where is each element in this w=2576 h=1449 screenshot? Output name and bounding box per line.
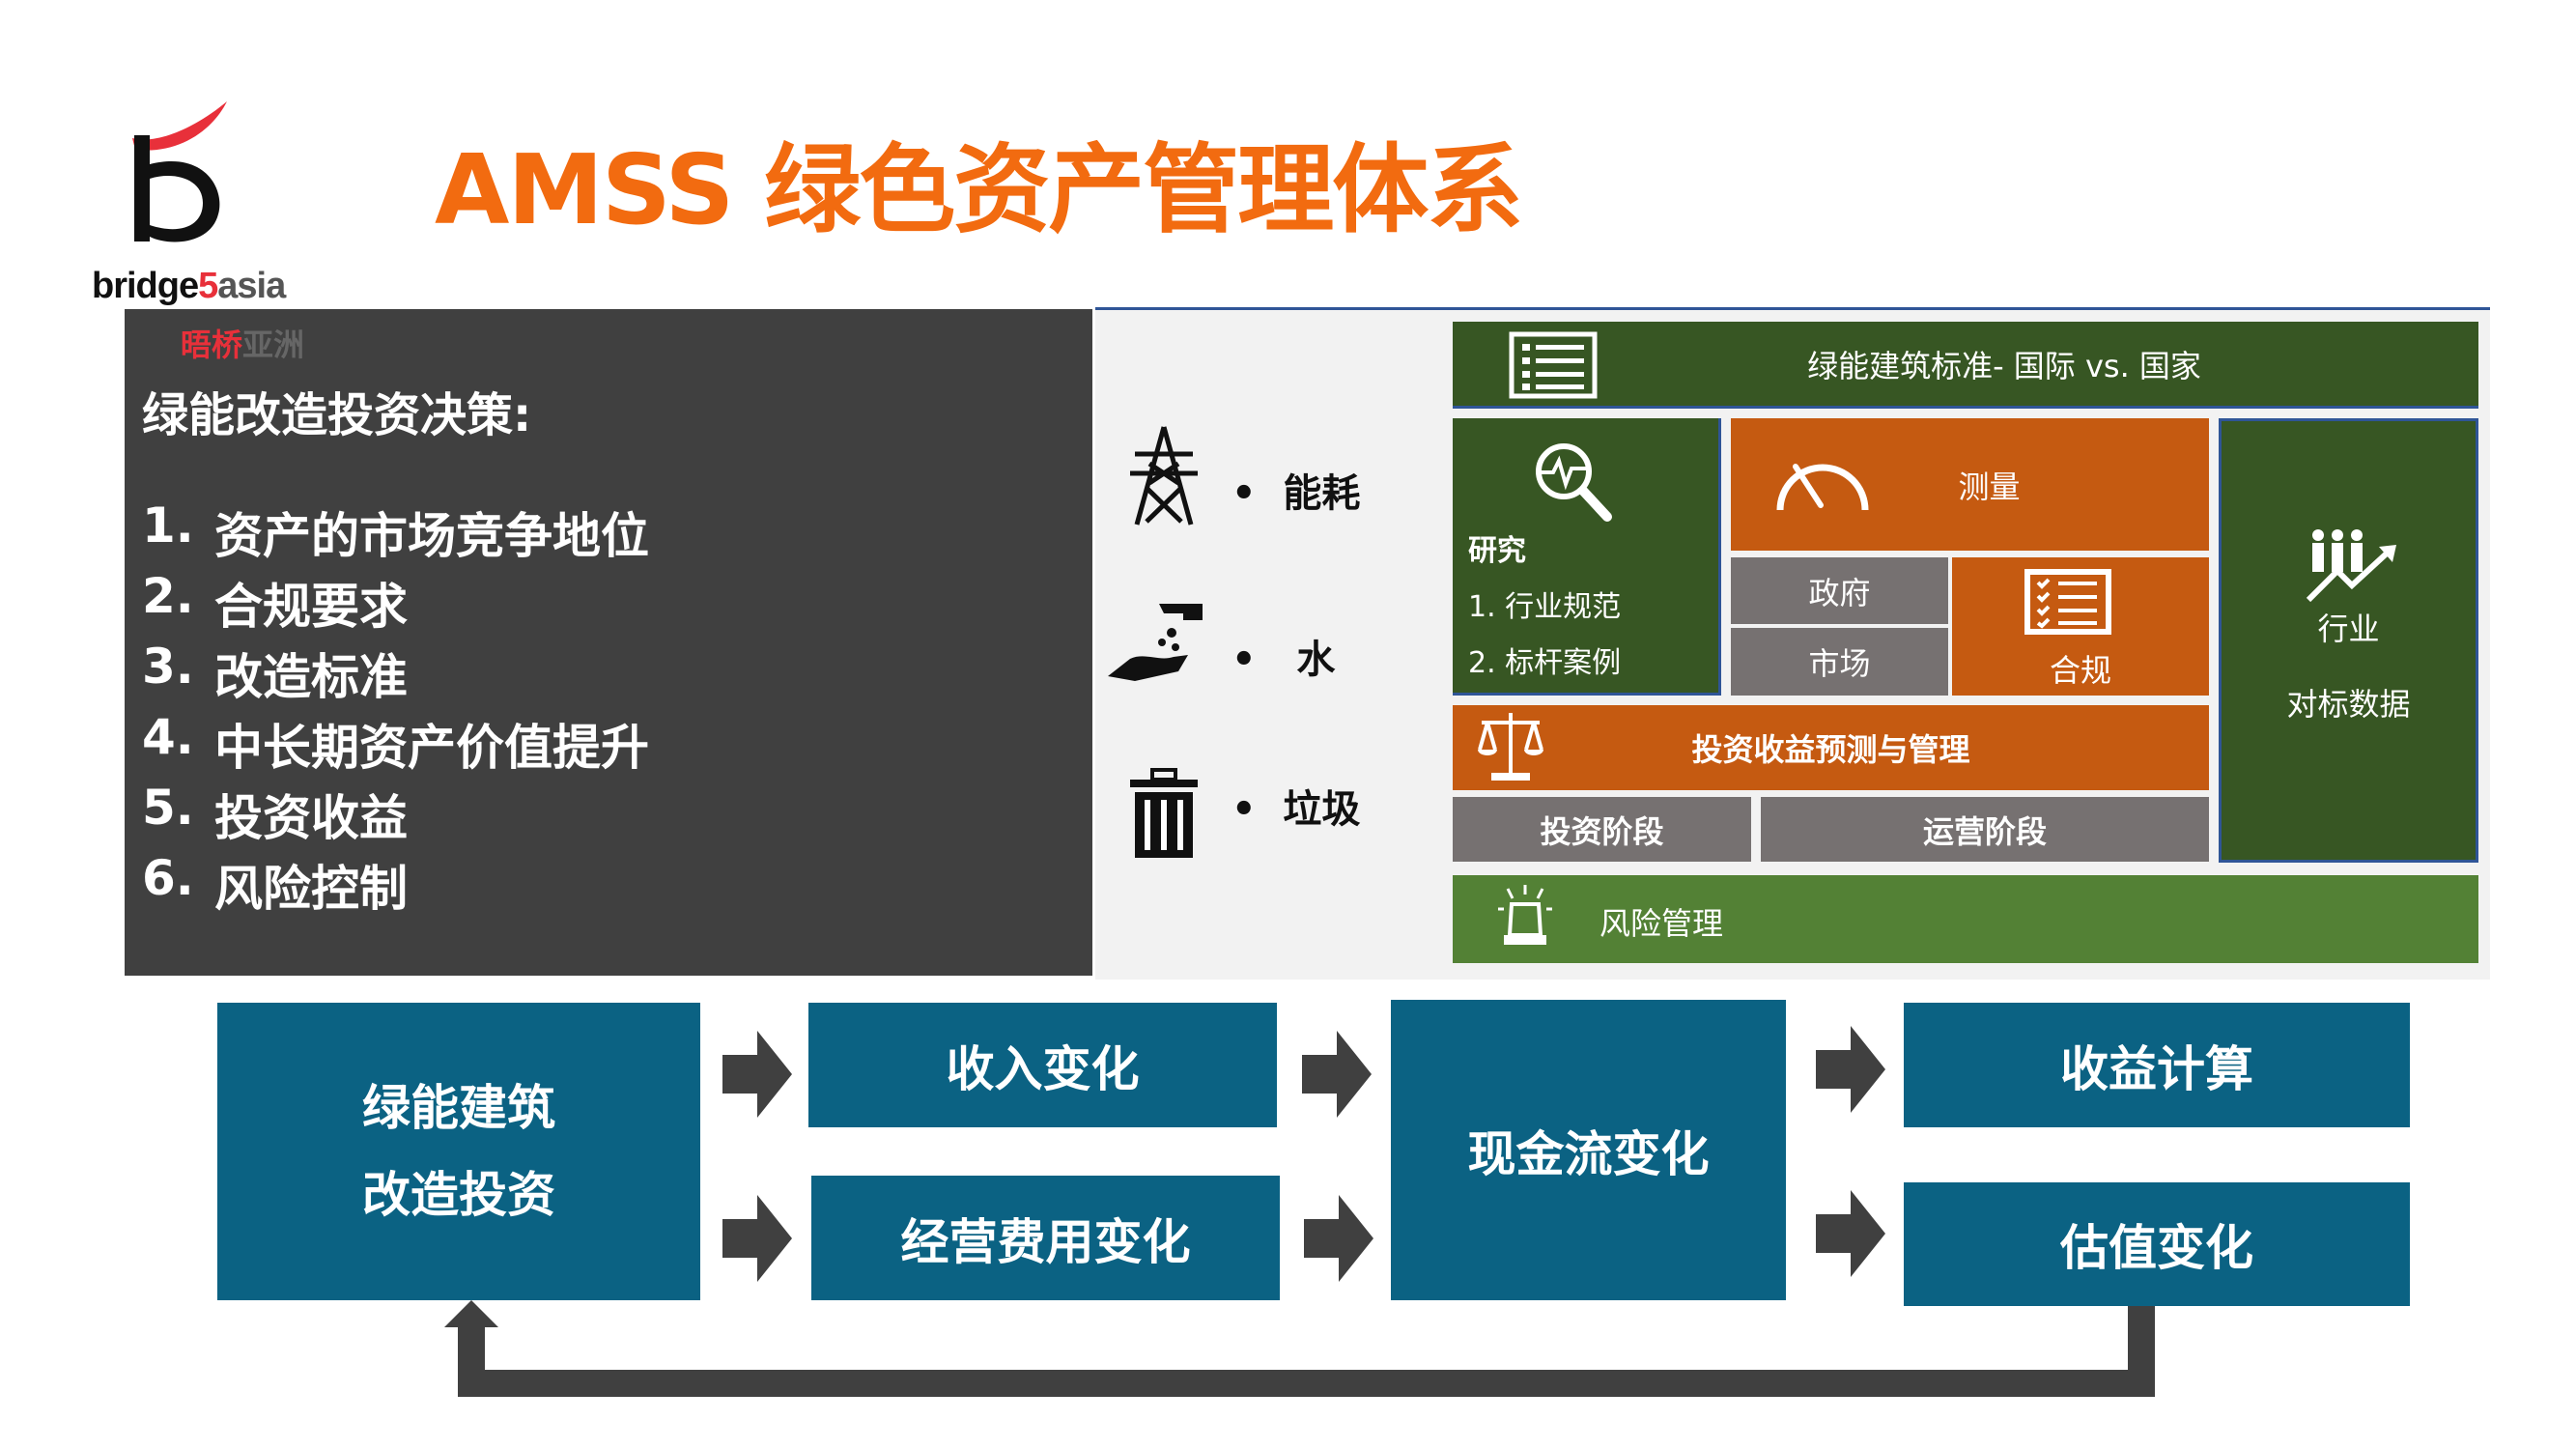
- resource-label: 水: [1296, 638, 1336, 682]
- decision-panel: 晤桥亚洲 绿能改造投资决策: 1.资产的市场竞争地位 2.合规要求 3.改造标准…: [125, 309, 1092, 976]
- flow-start-line1: 绿能建筑: [362, 1080, 555, 1136]
- power-tower-icon: [1130, 426, 1198, 526]
- risk-bar: 风险管理: [1453, 875, 2478, 963]
- list-icon: [1509, 331, 1598, 399]
- resource-label: 能耗: [1283, 471, 1361, 516]
- flow-start-line2: 改造投资: [362, 1167, 555, 1223]
- trash-icon: [1130, 768, 1198, 858]
- decision-item: 5.投资收益: [142, 780, 408, 846]
- people-growth-icon: [2306, 529, 2396, 603]
- flow-return-box: 收益计算: [1904, 1003, 2410, 1127]
- flow-start-box: 绿能建筑 改造投资: [217, 1003, 700, 1300]
- roi-box: 投资收益预测与管理: [1453, 705, 2209, 790]
- government-label: 政府: [1808, 574, 1871, 611]
- research-item: 1. 行业规范: [1468, 590, 1622, 624]
- logo: bridge5asia: [92, 101, 324, 353]
- resource-label: 垃圾: [1283, 787, 1361, 832]
- industry-box: 行业 对标数据: [2219, 418, 2478, 863]
- flow-valuation-box: 估值变化: [1904, 1182, 2410, 1306]
- invest-phase-label: 投资阶段: [1540, 812, 1664, 850]
- standards-bar: 绿能建筑标准- 国际 vs. 国家: [1453, 322, 2478, 409]
- decision-item: 2.合规要求: [142, 568, 408, 635]
- scale-icon: [1478, 713, 1543, 781]
- resource-waste: • 垃圾: [1120, 768, 1410, 865]
- flow-income-box: 收入变化: [808, 1003, 1277, 1127]
- decision-item: 6.风险控制: [142, 850, 408, 917]
- decision-item: 3.改造标准: [142, 639, 408, 705]
- roi-label: 投资收益预测与管理: [1691, 731, 1970, 768]
- operate-phase-label: 运营阶段: [1922, 812, 2047, 850]
- measure-box: 测量: [1731, 418, 2209, 551]
- arrow-right-icon: [722, 1195, 792, 1282]
- checklist-icon: [2024, 569, 2111, 635]
- logo-mark-icon: [132, 101, 227, 242]
- logo-text: bridge: [92, 266, 199, 306]
- invest-phase-box: 投资阶段: [1453, 797, 1751, 862]
- flow-income-label: 收入变化: [946, 1040, 1140, 1097]
- research-title: 研究: [1468, 534, 1526, 568]
- gauge-icon: [1776, 464, 1869, 511]
- arrow-right-icon: [1302, 1031, 1372, 1118]
- market-label: 市场: [1808, 645, 1871, 682]
- logo-cn-gray: 亚洲: [242, 327, 305, 363]
- decision-item: 1.资产的市场竞争地位: [142, 497, 649, 564]
- flow-valuation-label: 估值变化: [2060, 1220, 2253, 1276]
- compliance-label: 合规: [2049, 652, 2111, 689]
- flow-return-label: 收益计算: [2060, 1040, 2253, 1097]
- research-item: 2. 标杆案例: [1468, 646, 1622, 680]
- logo-text-5: 5: [198, 266, 218, 306]
- feedback-loop-arrow: [444, 1300, 2155, 1397]
- market-box: 市场: [1731, 628, 1948, 696]
- logo-text-asia: asia: [217, 266, 286, 306]
- resource-water: • 水: [1106, 599, 1415, 696]
- measure-label: 测量: [1958, 468, 2021, 505]
- arrow-right-icon: [1304, 1195, 1373, 1282]
- flow-cashflow-box: 现金流变化: [1391, 1000, 1786, 1300]
- compliance-box: 合规: [1952, 557, 2209, 696]
- arrow-right-icon: [1816, 1026, 1885, 1113]
- resource-energy: • 能耗: [1120, 425, 1410, 531]
- flow-opex-box: 经营费用变化: [811, 1176, 1280, 1300]
- alarm-light-icon: [1498, 885, 1552, 945]
- decision-list: 1.资产的市场竞争地位 2.合规要求 3.改造标准 4.中长期资产价值提升 5.…: [142, 497, 649, 921]
- benchmark-label: 对标数据: [2286, 686, 2411, 723]
- government-box: 政府: [1731, 557, 1948, 624]
- standards-label: 绿能建筑标准- 国际 vs. 国家: [1807, 347, 2201, 384]
- decision-heading: 绿能改造投资决策:: [142, 388, 532, 442]
- magnifier-pulse-icon: [1536, 443, 1612, 522]
- arrow-right-icon: [1816, 1190, 1885, 1277]
- decision-item: 4.中长期资产价值提升: [142, 709, 649, 776]
- water-tap-icon: [1108, 604, 1203, 681]
- flow-opex-label: 经营费用变化: [900, 1213, 1191, 1270]
- research-box: 研究 1. 行业规范 2. 标杆案例: [1453, 418, 1721, 696]
- operate-phase-box: 运营阶段: [1761, 797, 2209, 862]
- page-title: AMSS 绿色资产管理体系: [435, 133, 1523, 246]
- flow-cashflow-label: 现金流变化: [1467, 1125, 1710, 1182]
- risk-label: 风险管理: [1599, 905, 1724, 942]
- logo-cn-red: 晤桥: [181, 327, 243, 363]
- industry-label: 行业: [2317, 611, 2380, 647]
- arrow-right-icon: [722, 1031, 792, 1118]
